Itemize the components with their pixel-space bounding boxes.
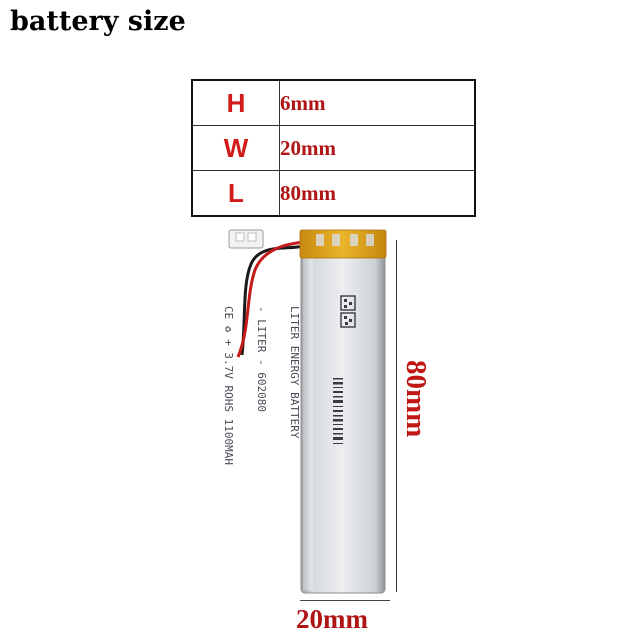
spec-value: 80mm: [279, 170, 476, 217]
jst-connector: [228, 229, 264, 249]
length-dimension-line: [396, 240, 397, 592]
battery-spec-table: H 6mm W 20mm L 80mm: [191, 79, 476, 217]
spec-value: 20mm: [279, 125, 476, 171]
battery-print-line: CE ♻ + 3.7V ROHS 1100MAH: [222, 306, 235, 465]
barcode: [333, 378, 343, 444]
spec-row-width: W 20mm: [191, 125, 476, 171]
battery-print-line: - LITER - 602080: [255, 306, 268, 412]
spec-key: L: [191, 170, 280, 217]
spec-key: W: [191, 125, 280, 171]
kapton-tape: [299, 229, 387, 259]
length-dimension-label: 80mm: [400, 360, 432, 438]
battery-label-print: LITER ENERGY BATTERY - LITER - 602080 CE…: [212, 306, 322, 465]
wire-leads: [236, 240, 306, 358]
qr-code: [340, 295, 356, 328]
width-dimension-label: 20mm: [296, 604, 368, 634]
spec-row-length: L 80mm: [191, 170, 476, 217]
battery-print-line: LITER ENERGY BATTERY: [288, 306, 301, 439]
page-title: battery size: [10, 6, 186, 37]
width-dimension-line: [300, 600, 390, 601]
